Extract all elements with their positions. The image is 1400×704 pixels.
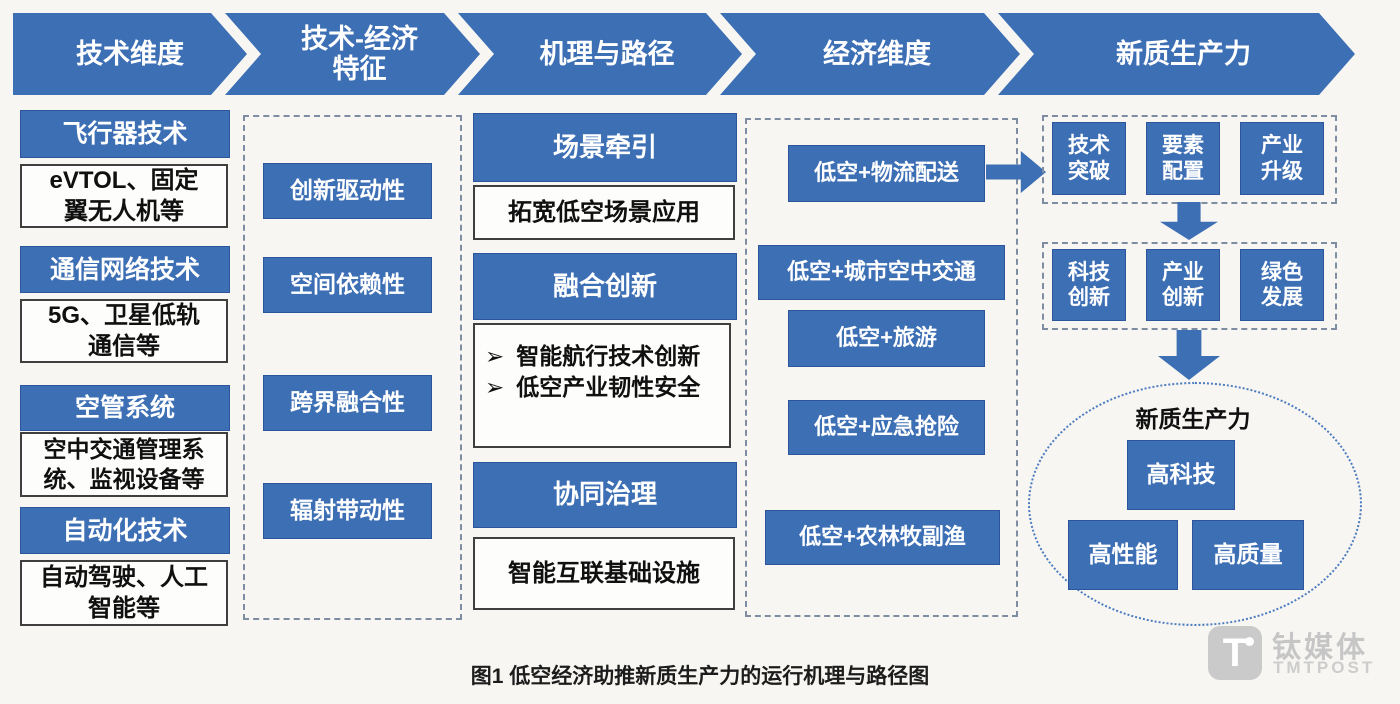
tech-box-airspace-mgmt: 空管系统 bbox=[20, 385, 230, 431]
header-label: 技术-经济 特征 bbox=[301, 23, 418, 84]
header-label: 新质生产力 bbox=[1116, 38, 1251, 69]
productivity-box-industry-upgrade: 产业 升级 bbox=[1240, 122, 1324, 195]
productivity-box-tech-breakthrough: 技术 突破 bbox=[1052, 122, 1126, 195]
list-item: ➢ 低空产业韧性安全 bbox=[485, 372, 721, 403]
box-label: 融合创新 bbox=[552, 270, 657, 301]
tmtpost-logo: T bbox=[1208, 626, 1262, 680]
box-label: 低空+应急抢险 bbox=[814, 414, 959, 440]
mechanism-box-scene-traction: 场景牵引 bbox=[473, 113, 737, 182]
characteristic-crossborder-fusion: 跨界融合性 bbox=[263, 375, 432, 431]
down-arrow-icon bbox=[1160, 202, 1218, 240]
productivity-ellipse bbox=[1028, 382, 1362, 626]
box-label: 低空+城市空中交通 bbox=[787, 259, 976, 285]
box-label: 拓宽低空场景应用 bbox=[508, 198, 700, 226]
header-arrow-economic-dimension: 经济维度 bbox=[720, 13, 1020, 95]
header-arrow-tech-econ-characteristics: 技术-经济 特征 bbox=[225, 13, 480, 95]
watermark-cn-text: 钛媒体 bbox=[1272, 632, 1369, 664]
ellipse-title: 新质生产力 bbox=[1135, 406, 1251, 432]
mechanism-desc-scene: 拓宽低空场景应用 bbox=[473, 185, 735, 240]
box-label: 智能互联基础设施 bbox=[508, 559, 700, 587]
tech-box-automation: 自动化技术 bbox=[20, 507, 230, 554]
box-label: 创新驱动性 bbox=[290, 177, 405, 204]
down-arrow-icon bbox=[1158, 330, 1220, 380]
box-label: 产业 创新 bbox=[1162, 260, 1204, 309]
box-label: 协同治理 bbox=[552, 479, 657, 510]
economic-box-agriculture: 低空+农林牧副渔 bbox=[765, 510, 1000, 565]
box-label: 自动驾驶、人工 智能等 bbox=[40, 563, 208, 622]
economic-box-emergency-rescue: 低空+应急抢险 bbox=[788, 400, 985, 455]
tech-desc-communication: 5G、卫星低轨 通信等 bbox=[20, 299, 228, 363]
productivity-box-green-development: 绿色 发展 bbox=[1240, 249, 1324, 321]
productivity-box-high-tech: 高科技 bbox=[1127, 440, 1235, 510]
mechanism-desc-infrastructure: 智能互联基础设施 bbox=[473, 537, 735, 610]
tech-box-communication: 通信网络技术 bbox=[20, 246, 230, 293]
box-label: 空中交通管理系 统、监视设备等 bbox=[43, 435, 205, 492]
productivity-box-high-quality: 高质量 bbox=[1192, 520, 1304, 590]
characteristics-container bbox=[243, 115, 462, 620]
box-label: 绿色 发展 bbox=[1261, 260, 1303, 309]
figure-caption: 图1 低空经济助推新质生产力的运行机理与路径图 bbox=[470, 665, 930, 688]
bullet-text: 低空产业韧性安全 bbox=[516, 374, 701, 401]
header-arrow-new-productivity: 新质生产力 bbox=[998, 13, 1355, 95]
box-label: 低空+农林牧副渔 bbox=[799, 524, 966, 550]
box-label: 高科技 bbox=[1146, 461, 1216, 488]
productivity-box-factor-allocation: 要素 配置 bbox=[1146, 122, 1220, 195]
productivity-row2-container bbox=[1042, 242, 1337, 330]
economic-box-tourism: 低空+旅游 bbox=[788, 310, 985, 367]
tech-desc-airspace-mgmt: 空中交通管理系 统、监视设备等 bbox=[20, 432, 228, 497]
characteristic-radiation-driving: 辐射带动性 bbox=[263, 483, 432, 539]
watermark-en-text: TMTPOST bbox=[1273, 658, 1376, 677]
box-label: 场景牵引 bbox=[552, 131, 657, 162]
box-label: 产业 升级 bbox=[1261, 134, 1303, 183]
logo-dot bbox=[1245, 637, 1254, 646]
box-label: 高性能 bbox=[1088, 541, 1158, 568]
box-label: 技术 突破 bbox=[1068, 134, 1110, 183]
mechanism-fusion-bullet-list: ➢ 智能航行技术创新 ➢ 低空产业韧性安全 bbox=[473, 323, 731, 448]
arrow-bullet-icon: ➢ bbox=[485, 343, 505, 369]
box-label: 跨界融合性 bbox=[290, 389, 405, 416]
box-label: eVTOL、固定 翼无人机等 bbox=[49, 166, 199, 225]
productivity-box-sci-tech-innovation: 科技 创新 bbox=[1052, 249, 1126, 321]
logo-letter: T bbox=[1222, 630, 1248, 675]
box-label: 低空+物流配送 bbox=[814, 160, 959, 186]
mechanism-box-fusion-innovation: 融合创新 bbox=[473, 253, 737, 320]
header-label: 机理与路径 bbox=[539, 38, 675, 69]
header-arrow-tech-dimension: 技术维度 bbox=[13, 13, 247, 95]
box-label: 空间依赖性 bbox=[290, 271, 405, 298]
list-item: ➢ 智能航行技术创新 bbox=[485, 341, 721, 372]
box-label: 通信网络技术 bbox=[49, 255, 200, 284]
box-label: 空管系统 bbox=[74, 394, 175, 422]
productivity-box-high-performance: 高性能 bbox=[1068, 520, 1178, 590]
mechanism-box-collaborative-governance: 协同治理 bbox=[473, 462, 737, 528]
box-label: 高质量 bbox=[1213, 541, 1283, 568]
tech-desc-automation: 自动驾驶、人工 智能等 bbox=[20, 560, 228, 626]
tech-desc-aircraft: eVTOL、固定 翼无人机等 bbox=[20, 164, 228, 228]
productivity-box-industry-innovation: 产业 创新 bbox=[1146, 249, 1220, 321]
characteristic-innovation-driven: 创新驱动性 bbox=[263, 163, 432, 219]
box-label: 辐射带动性 bbox=[290, 497, 405, 524]
box-label: 要素 配置 bbox=[1162, 134, 1204, 183]
tech-box-aircraft: 飞行器技术 bbox=[20, 110, 230, 158]
characteristic-spatial-dependence: 空间依赖性 bbox=[263, 257, 432, 313]
economic-box-urban-air-traffic: 低空+城市空中交通 bbox=[758, 245, 1005, 300]
economic-container bbox=[745, 118, 1018, 617]
box-label: 自动化技术 bbox=[62, 516, 188, 545]
economic-box-logistics: 低空+物流配送 bbox=[788, 145, 985, 202]
box-label: 5G、卫星低轨 通信等 bbox=[47, 301, 200, 360]
box-label: 飞行器技术 bbox=[62, 120, 188, 148]
header-label: 技术维度 bbox=[76, 38, 184, 69]
header-arrow-mechanism-path: 机理与路径 bbox=[458, 13, 742, 95]
bullet-text: 智能航行技术创新 bbox=[516, 343, 701, 369]
box-label: 低空+旅游 bbox=[836, 325, 937, 351]
arrow-bullet-icon: ➢ bbox=[485, 374, 505, 401]
header-label: 经济维度 bbox=[823, 38, 931, 69]
box-label: 科技 创新 bbox=[1068, 260, 1110, 309]
